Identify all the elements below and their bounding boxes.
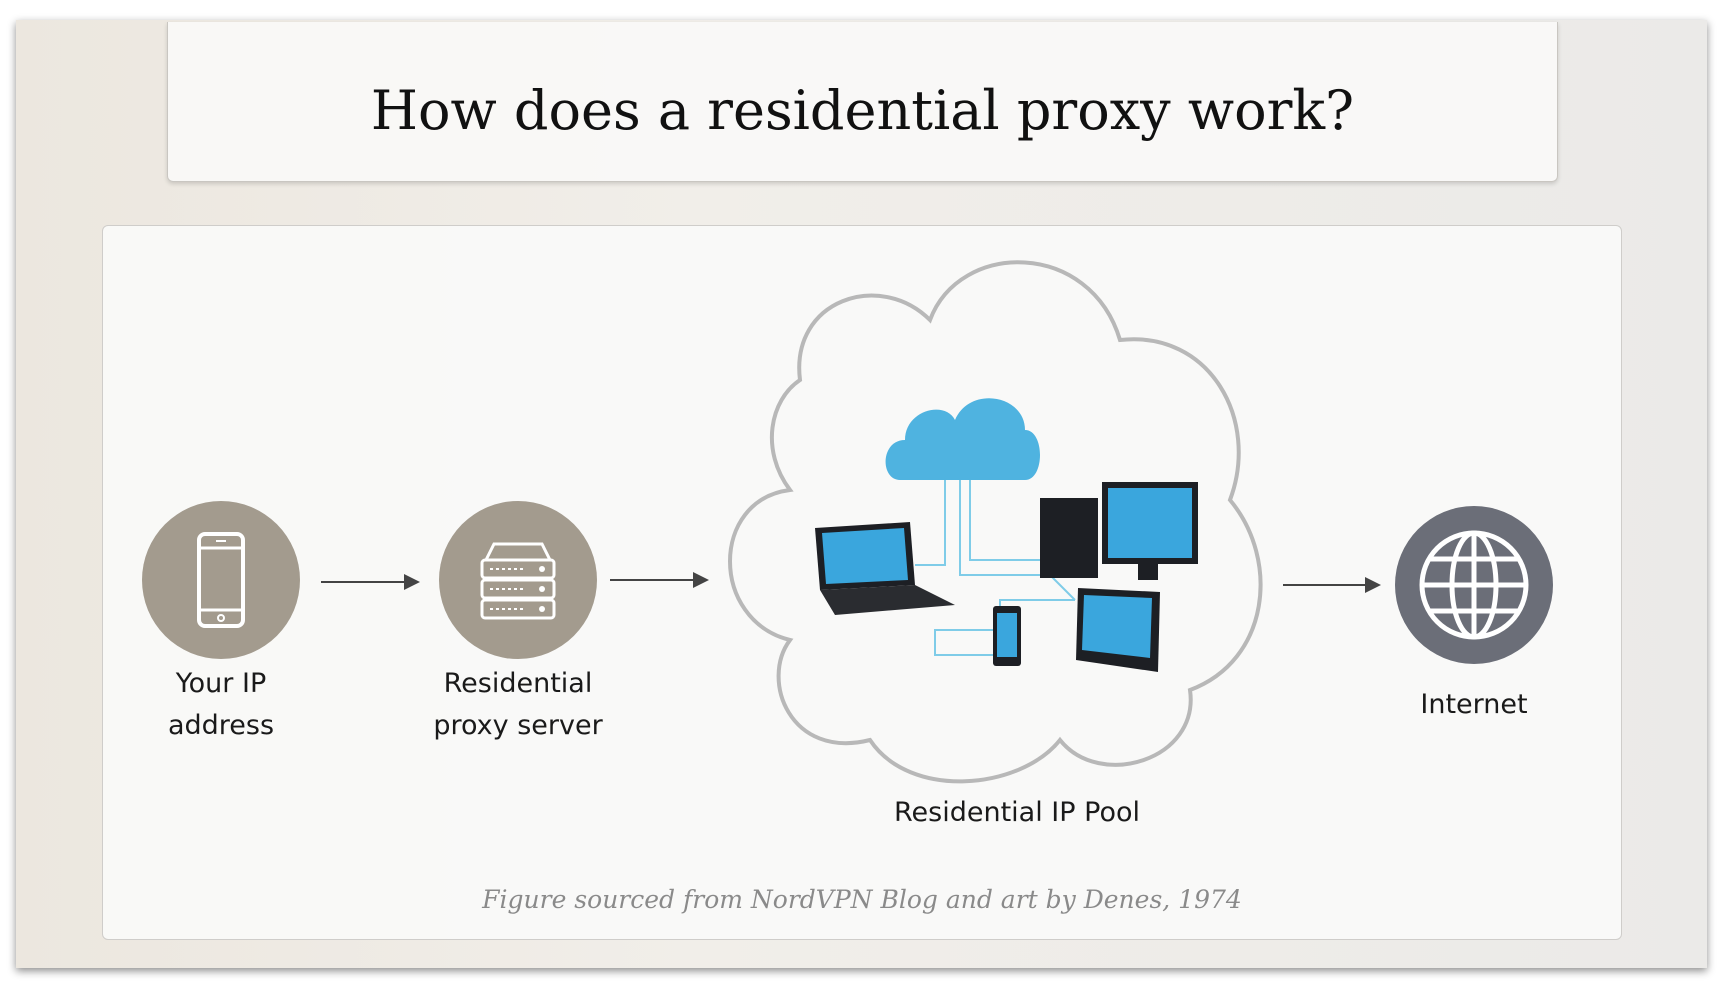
monitor-icon bbox=[1102, 482, 1198, 580]
smartphone-node bbox=[142, 501, 300, 659]
label-line: Residential bbox=[443, 668, 593, 699]
laptop-icon bbox=[815, 522, 955, 615]
label-your-ip: Your IP address bbox=[168, 663, 274, 747]
device-network-cloud bbox=[815, 398, 1198, 672]
title-box: How does a residential proxy work? bbox=[167, 22, 1558, 182]
phone-icon bbox=[993, 606, 1021, 666]
server-icon bbox=[480, 542, 556, 620]
proxy-server-node bbox=[439, 501, 597, 659]
label-line: proxy server bbox=[433, 710, 603, 741]
label-line: Your IP bbox=[175, 668, 267, 699]
smartphone-icon bbox=[197, 532, 245, 628]
cloud-icon bbox=[885, 398, 1040, 480]
label-internet: Internet bbox=[1420, 689, 1528, 720]
figure-caption: Figure sourced from NordVPN Blog and art… bbox=[482, 885, 1242, 914]
ip-pool-cloud-outline bbox=[728, 260, 1263, 784]
desktop-tower-icon bbox=[1040, 498, 1098, 578]
slide-title: How does a residential proxy work? bbox=[370, 79, 1355, 142]
internet-node bbox=[1395, 506, 1553, 664]
label-line: address bbox=[167, 710, 275, 741]
label-ip-pool: Residential IP Pool bbox=[894, 797, 1140, 828]
tablet-icon bbox=[1076, 588, 1160, 672]
label-proxy-server: Residential proxy server bbox=[433, 663, 602, 747]
globe-icon bbox=[1419, 530, 1529, 640]
